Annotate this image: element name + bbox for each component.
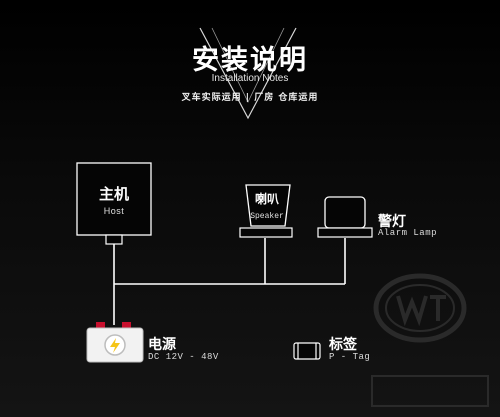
host-label-en: Host: [103, 206, 125, 216]
lamp-label-en: Alarm Lamp: [378, 228, 438, 238]
tag-label: 标签: [329, 337, 357, 353]
speaker-label: 喇叭: [254, 192, 279, 206]
wiring: [113, 238, 346, 325]
lamp-label: 警灯: [378, 214, 406, 230]
speaker-body: [245, 184, 291, 227]
speaker-label-en: Speaker: [250, 212, 284, 221]
page-title: 安装说明: [192, 45, 308, 76]
tag-label-en: P - Tag: [329, 352, 371, 362]
battery-terminal-pos: [122, 322, 131, 330]
lightning-bolt-icon: [110, 338, 120, 353]
battery-terminal-neg: [96, 322, 105, 330]
header-triangle: [199, 27, 297, 120]
power-label-en: DC 12V - 48V: [148, 352, 219, 362]
lamp-dome: [324, 196, 366, 229]
usage-note: 叉车实际运用 | 厂房 仓库运用: [181, 93, 319, 103]
lamp-base: [317, 227, 373, 238]
host-connector: [105, 234, 123, 245]
header-triangle-inner: [211, 27, 285, 103]
speaker-base: [239, 227, 293, 238]
page-subtitle: Installation Notes: [211, 73, 289, 84]
watermark-logo: [371, 273, 489, 407]
tag-icon: [293, 342, 321, 360]
power-label: 电源: [148, 337, 176, 353]
host-label: 主机: [98, 185, 129, 203]
battery-icon: [86, 322, 144, 363]
